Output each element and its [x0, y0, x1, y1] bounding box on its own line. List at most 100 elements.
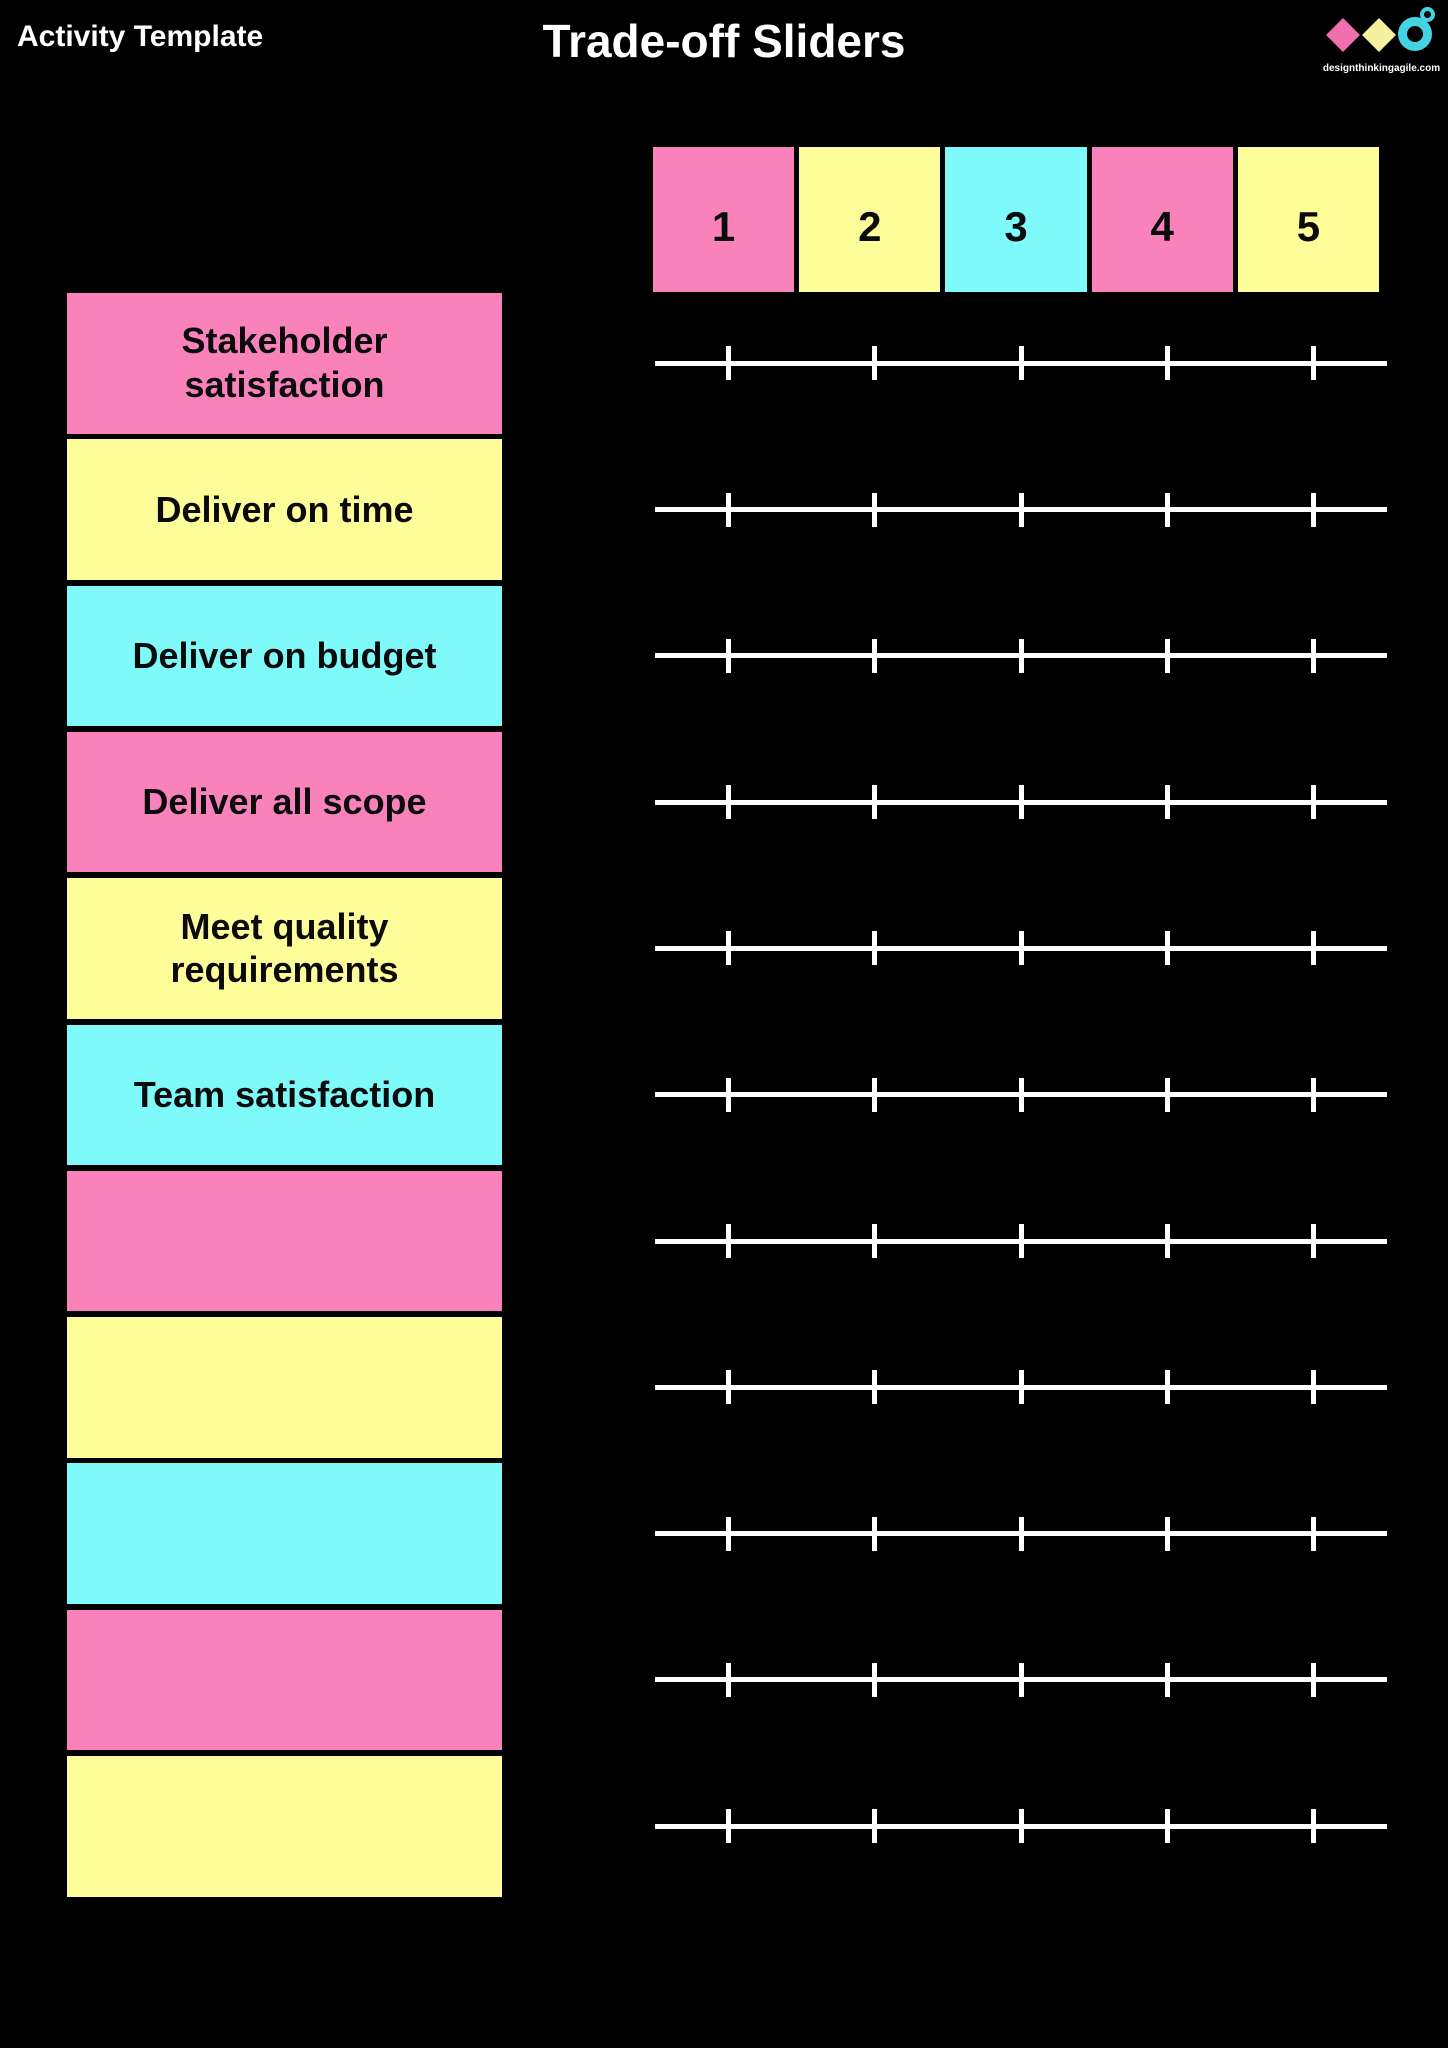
criterion-label: Deliver on budget [132, 634, 437, 676]
slider-tick [725, 638, 731, 673]
criterion-card[interactable]: Meet quality requirements [67, 878, 502, 1019]
criterion-card-empty[interactable] [67, 1317, 502, 1458]
scale-card-1[interactable]: 1 [653, 147, 795, 292]
activity-template-label: Activity Template [17, 20, 264, 53]
scale-card-2[interactable]: 2 [799, 147, 941, 292]
scale-number: 2 [858, 202, 882, 250]
slider-tick [725, 346, 731, 381]
slider-tick [1018, 1809, 1024, 1844]
slider-tick [725, 1077, 731, 1112]
slider-tick [1164, 1516, 1170, 1551]
slider-tick [1018, 492, 1024, 527]
criterion-card[interactable]: Deliver all scope [67, 731, 502, 873]
slider-tick [1164, 1077, 1170, 1112]
criterion-label: Team satisfaction [133, 1073, 436, 1115]
slider-track [655, 732, 1387, 873]
criterion-label: Meet quality requirements [170, 905, 399, 991]
slider-tick [1311, 931, 1317, 966]
slider-tick [1164, 346, 1170, 381]
slider-tick [1311, 346, 1317, 381]
slider-tick [872, 1662, 878, 1697]
scale-header-row: 1 2 3 4 5 [653, 147, 1380, 292]
slider-tick [872, 931, 878, 966]
slider-tick [1164, 1662, 1170, 1697]
slider-tick [1311, 1809, 1317, 1844]
slider-tick [872, 492, 878, 527]
slider-track [655, 1171, 1387, 1312]
scale-number: 1 [711, 202, 736, 250]
slider-tick [1311, 1662, 1317, 1697]
slider-tick [1164, 931, 1170, 966]
criterion-card[interactable]: Deliver on budget [67, 585, 502, 727]
slider-tick [872, 785, 878, 820]
slider-tick [1311, 638, 1317, 673]
slider-tick [1311, 1224, 1317, 1259]
criterion-label: Deliver on time [155, 488, 414, 530]
slider-tick [872, 346, 878, 381]
slider-tick [1311, 1516, 1317, 1551]
slider-track [655, 1317, 1387, 1458]
criterion-card[interactable]: Stakeholder satisfaction [67, 293, 502, 434]
slider-tick [1018, 1516, 1024, 1551]
slider-tick [725, 1224, 731, 1259]
yellow-diamond-icon [1362, 18, 1396, 52]
brand-logo: designthinkingagile.com [1315, 5, 1448, 80]
pink-diamond-icon [1326, 18, 1360, 52]
criterion-card-empty[interactable] [67, 1609, 502, 1751]
slider-track [655, 586, 1387, 727]
criterion-card-empty[interactable] [67, 1756, 502, 1897]
slider-tick [1311, 492, 1317, 527]
slider-tick [1018, 1370, 1024, 1405]
slider-tick [1018, 931, 1024, 966]
cyan-small-ring-icon [1420, 7, 1435, 22]
slider-tick [1164, 1370, 1170, 1405]
slider-tick [1018, 346, 1024, 381]
slider-tick [725, 1516, 731, 1551]
criterion-label: Deliver all scope [142, 781, 427, 823]
slider-tick [872, 638, 878, 673]
slider-tick [725, 785, 731, 820]
slider-tick [1311, 1077, 1317, 1112]
slider-track [655, 293, 1387, 434]
slider-tick [1164, 492, 1170, 527]
slider-tick [872, 1077, 878, 1112]
slider-tick [1018, 1662, 1024, 1697]
slider-tick [872, 1516, 878, 1551]
criterion-card-empty[interactable] [67, 1463, 502, 1604]
slider-track [655, 878, 1387, 1019]
slider-tick [872, 1224, 878, 1259]
criterion-card-empty[interactable] [67, 1170, 502, 1312]
slider-track [655, 1463, 1387, 1604]
slider-tick [1018, 1224, 1024, 1259]
slider-tick [725, 1662, 731, 1697]
slider-tick [725, 492, 731, 527]
slider-tick [725, 1370, 731, 1405]
criterion-label: Stakeholder satisfaction [181, 320, 388, 406]
slider-tick [1018, 785, 1024, 820]
slider-tick [872, 1370, 878, 1405]
scale-number: 5 [1296, 202, 1321, 250]
brand-site-text: designthinkingagile.com [1322, 63, 1441, 74]
scale-number: 3 [1004, 202, 1028, 250]
page-title: Trade-off Sliders [542, 15, 906, 67]
scale-card-5[interactable]: 5 [1237, 147, 1380, 292]
slider-tick [1164, 785, 1170, 820]
slider-track [655, 1610, 1387, 1751]
scale-number: 4 [1150, 202, 1174, 250]
slider-track [655, 439, 1387, 580]
slider-tick [1018, 1077, 1024, 1112]
slider-tick [872, 1809, 878, 1844]
slider-tick [1311, 1370, 1317, 1405]
criterion-card[interactable]: Team satisfaction [67, 1024, 502, 1165]
slider-tick [725, 931, 731, 966]
scale-card-4[interactable]: 4 [1091, 147, 1233, 292]
slider-tick [1164, 638, 1170, 673]
criterion-card[interactable]: Deliver on time [67, 439, 502, 580]
slider-tick [1018, 638, 1024, 673]
slider-tick [1311, 785, 1317, 820]
slider-track [655, 1025, 1387, 1166]
slider-tick [1164, 1224, 1170, 1259]
scale-card-3[interactable]: 3 [945, 147, 1087, 292]
slider-track [655, 1756, 1387, 1897]
